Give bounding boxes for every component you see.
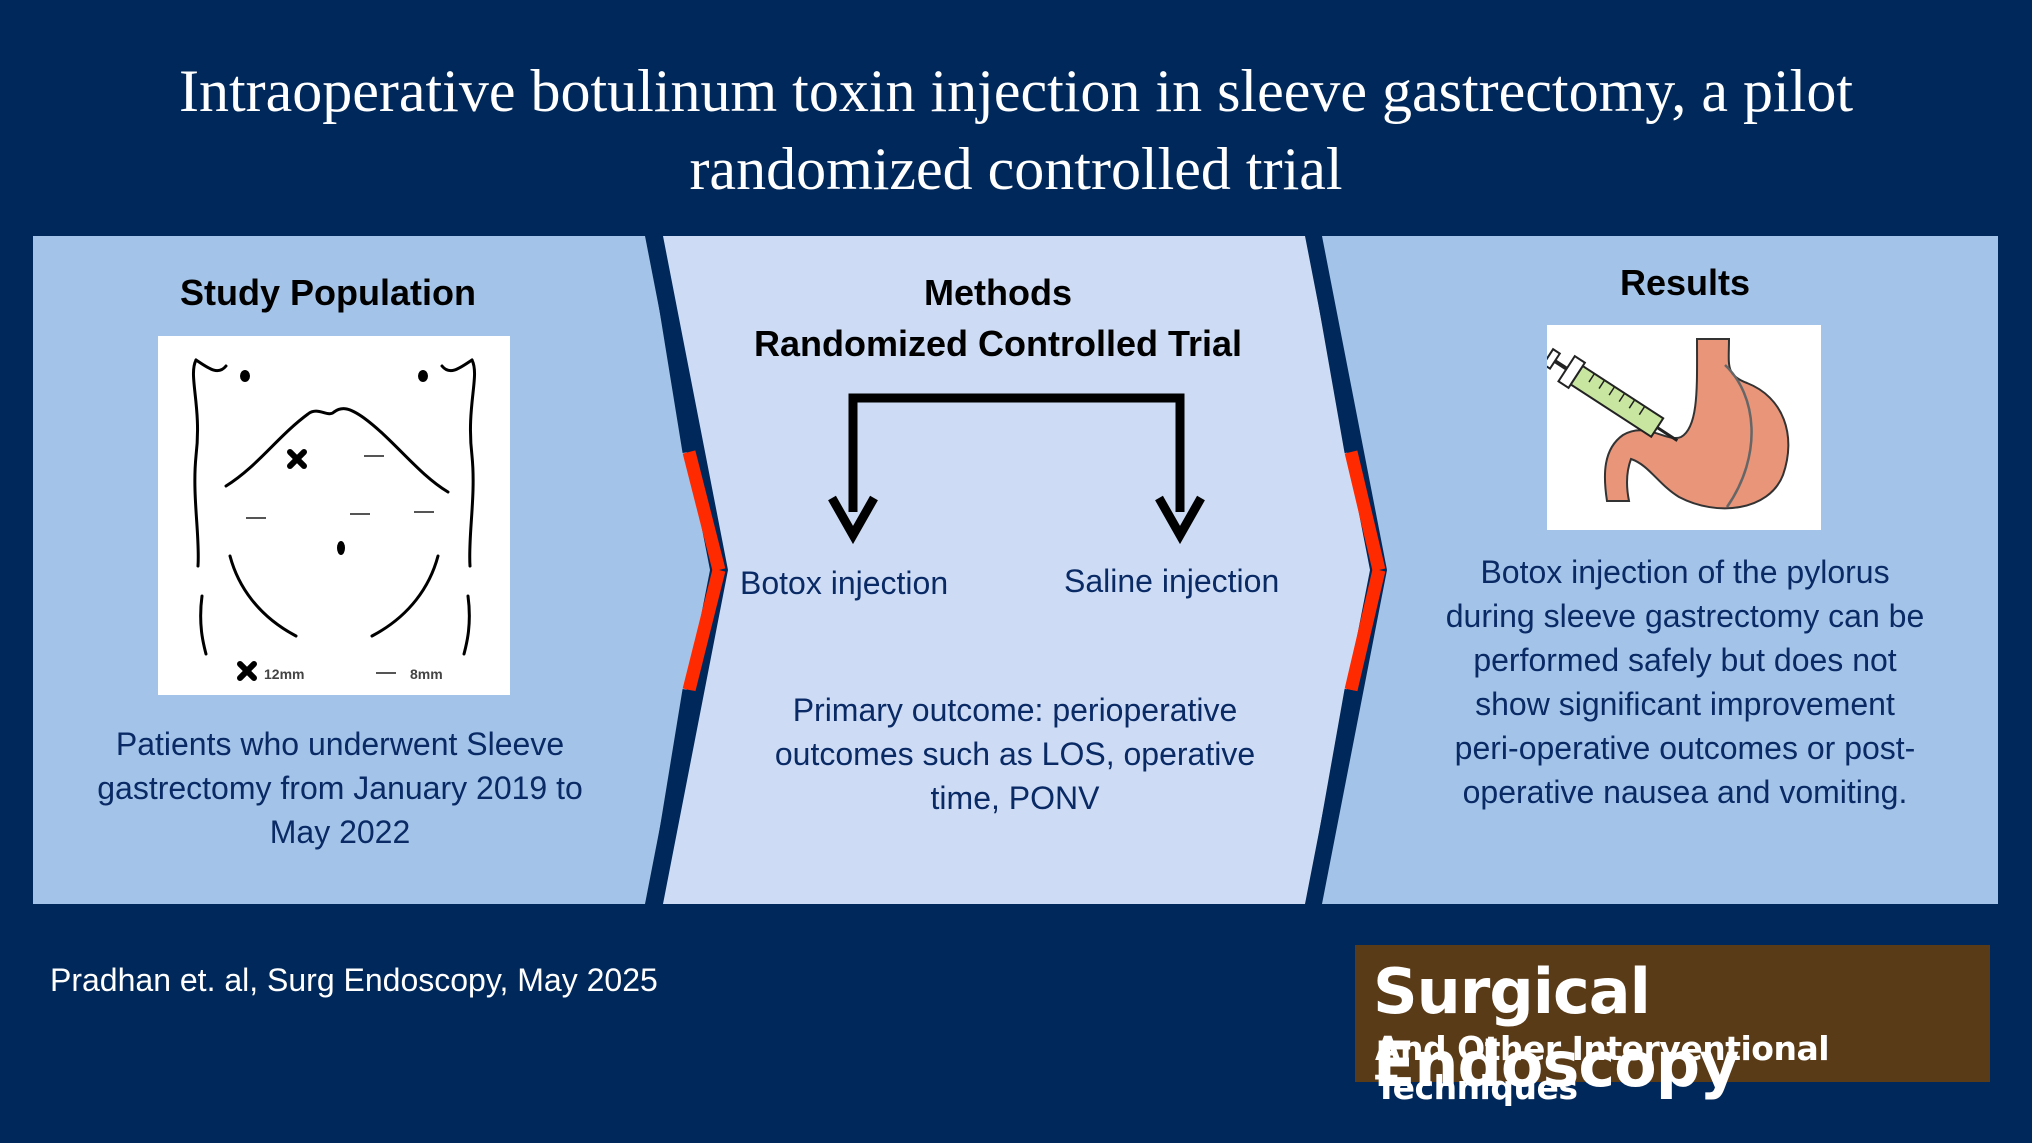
chevron-divider-2 (1306, 234, 1386, 906)
results-panel (1322, 236, 1998, 904)
legend-small-port: 8mm (410, 666, 443, 682)
randomization-arrows (828, 393, 1205, 545)
methods-subheading: Randomized Controlled Trial (753, 323, 1243, 364)
results-heading: Results (1619, 262, 1751, 303)
citation: Pradhan et. al, Surg Endoscopy, May 2025 (50, 962, 658, 998)
chevron-divider-1 (647, 234, 726, 906)
arm-saline: Saline injection (1064, 563, 1280, 599)
arrow-down-icon (1155, 495, 1205, 545)
legend-large-port: 12mm (264, 666, 304, 682)
torso-port-diagram-icon: 12mm 8mm (192, 358, 476, 682)
journal-subtitle: And Other Interventional Techniques (1375, 1029, 1830, 1107)
stomach-syringe-icon (1541, 338, 1790, 510)
journal-logo: Surgical Endoscopy And Other Interventio… (1355, 945, 1990, 1107)
arm-botox: Botox injection (740, 565, 949, 601)
page-title: Intraoperative botulinum toxin injection… (179, 58, 1853, 202)
journal-name: Surgical Endoscopy (1373, 955, 1740, 1101)
primary-outcome: Primary outcome: perioperative outcomes … (774, 692, 1256, 816)
arrow-down-icon (828, 495, 878, 545)
study-population-description: Patients who underwent Sleeve gastrectom… (97, 726, 583, 850)
methods-panel (663, 236, 1370, 904)
study-population-heading: Study Population (180, 272, 476, 313)
methods-heading: Methods (924, 272, 1072, 313)
stomach-illustration (1541, 325, 1821, 530)
torso-diagram: 12mm 8mm (158, 336, 510, 695)
results-summary: Botox injection of the pylorus during sl… (1445, 554, 1925, 810)
